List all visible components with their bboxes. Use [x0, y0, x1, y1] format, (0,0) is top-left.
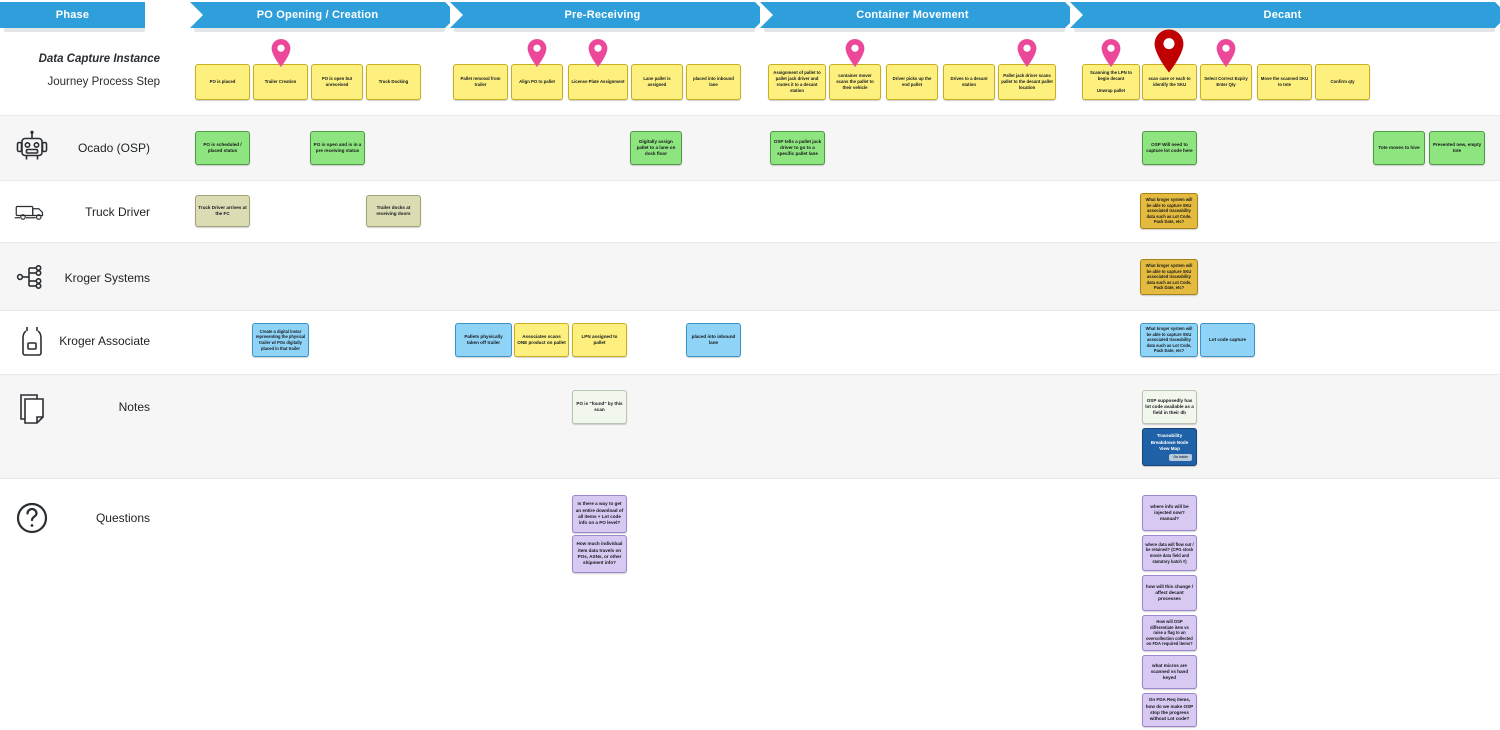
- card-question-where-data-flows[interactable]: where data will flow out / be retained? …: [1142, 535, 1197, 571]
- lane-band-questions: [0, 478, 1500, 730]
- lane-band-notes: [0, 374, 1500, 478]
- step-truck-docking[interactable]: Truck Docking: [366, 64, 421, 100]
- card-truck-driver-question[interactable]: What kroger system will be able to captu…: [1140, 193, 1198, 229]
- phase-pre-receiving-label: Pre-Receiving: [564, 9, 641, 21]
- card-note-osp-lot-code-field[interactable]: OSP supposedly has lot code available as…: [1142, 390, 1197, 424]
- phase-shadow-4: [1074, 28, 1495, 32]
- card-question-item-data-travels[interactable]: How much individual item data travels on…: [572, 535, 627, 573]
- step-move-scanned-sku-to-tote[interactable]: Move the scanned SKU to tote: [1257, 64, 1312, 100]
- step-driver-picks-up-end-pallet[interactable]: Driver picks up the end pallet: [886, 64, 938, 100]
- pin-select-correct-expiry[interactable]: [1215, 38, 1237, 68]
- card-lpn-assigned-to-pallet[interactable]: LPN assigned to pallet: [572, 323, 627, 357]
- card-presented-new-empty-tote[interactable]: Presented new, empty tote: [1429, 131, 1485, 165]
- step-trailer-creation[interactable]: Trailer Creation: [253, 64, 308, 100]
- phase-container-movement[interactable]: Container Movement: [760, 2, 1078, 28]
- phase-shadow-3: [764, 28, 1065, 32]
- card-digitally-assign-pallet[interactable]: Digitally assign pallet to a lane on doc…: [630, 131, 682, 165]
- pin-scan-case-identify-sku[interactable]: [1152, 28, 1186, 74]
- step-confirm-qty[interactable]: Confirm qty: [1315, 64, 1370, 100]
- data-capture-instance-label: Data Capture Instance: [38, 53, 160, 65]
- card-note-po-found-by-scan[interactable]: PO is "found" by this scan: [572, 390, 627, 424]
- step-container-mover-scans[interactable]: container mover scans the pallet to thei…: [829, 64, 881, 100]
- journey-process-step-label: Journey Process Step: [47, 76, 160, 88]
- card-po-scheduled-placed[interactable]: PO is scheduled / placed status: [195, 131, 250, 165]
- card-traceability-node-view-map[interactable]: Traceability Breakdown Node View Map Go …: [1142, 428, 1197, 466]
- card-create-digital-trailer[interactable]: Create a digital instar representing the…: [252, 323, 309, 357]
- card-kroger-systems-question[interactable]: What kroger system will be able to captu…: [1140, 259, 1198, 295]
- step-pallet-removal-from-trailer[interactable]: Pallet removal from trailer: [453, 64, 508, 100]
- step-license-plate-assignment[interactable]: License Plate Assignment: [568, 64, 628, 100]
- step-pallet-jack-scans-location[interactable]: Pallet jack driver scans pallet to the d…: [998, 64, 1056, 100]
- phase-header-label: Phase: [0, 2, 145, 28]
- phase-po-opening-label: PO Opening / Creation: [256, 9, 379, 21]
- phase-po-opening-creation[interactable]: PO Opening / Creation: [190, 2, 458, 28]
- card-trailer-docks[interactable]: Trailer docks at receiving doors: [366, 195, 421, 227]
- navy-card-title: Traceability Breakdown Node View Map: [1150, 433, 1189, 451]
- step-assignment-of-pallet[interactable]: Assignment of pallet to pallet jack driv…: [768, 64, 826, 100]
- lane-band-kroger-systems: [0, 242, 1500, 310]
- robot-icon: [14, 129, 50, 165]
- pin-scanning-lpn[interactable]: [1100, 38, 1122, 68]
- pin-pallet-jack-scan[interactable]: [1016, 38, 1038, 68]
- lane-band-kroger-associate: [0, 310, 1500, 374]
- card-question-where-info-injected[interactable]: where info will be injected now? manual?: [1142, 495, 1197, 531]
- lane-separator-2: [0, 242, 1500, 243]
- phase-pre-receiving[interactable]: Pre-Receiving: [450, 2, 768, 28]
- phase-decant-label: Decant: [1263, 9, 1302, 21]
- step-scanning-lpn-begin-decant[interactable]: Scanning the LPN to begin decant Unwrap …: [1082, 64, 1140, 100]
- card-truck-driver-arrives[interactable]: Truck Driver arrives at the FC: [195, 195, 250, 227]
- step-align-po-to-pallet[interactable]: Align PO to pallet: [511, 64, 563, 100]
- lane-label-notes: Notes: [118, 400, 150, 414]
- phase-shadow-0: [4, 28, 145, 32]
- phase-shadow-2: [454, 28, 755, 32]
- phase-header-row: Phase PO Opening / Creation Pre-Receivin…: [0, 0, 1500, 32]
- lane-label-truck-driver: Truck Driver: [85, 205, 150, 219]
- note-icon: [14, 389, 50, 425]
- step-po-is-open-unreceived[interactable]: PO is open but unreceived: [311, 64, 363, 100]
- lane-label-ocado: Ocado (OSP): [77, 141, 150, 155]
- navy-card-badge[interactable]: Go inside: [1169, 454, 1192, 461]
- card-tote-moves-to-hive[interactable]: Tote moves to hive: [1373, 131, 1425, 165]
- card-question-osp-differentiate[interactable]: How will OSP differentiate item vs raise…: [1142, 615, 1197, 651]
- card-po-open-pre-receiving[interactable]: PO is open and is in a pre receiving sta…: [310, 131, 365, 165]
- phase-container-movement-label: Container Movement: [856, 9, 969, 21]
- card-question-entire-download[interactable]: Is there a way to get an entire download…: [572, 495, 627, 533]
- lane-separator-1: [0, 180, 1500, 181]
- lane-separator-3: [0, 310, 1500, 311]
- lane-band-truck-driver: [0, 180, 1500, 242]
- systems-icon: [14, 259, 50, 295]
- card-osp-tells-pallet-jack[interactable]: OSP tells a pallet jack driver to go to …: [770, 131, 825, 165]
- lane-label-questions: Questions: [95, 511, 150, 525]
- card-question-affect-decant[interactable]: how will this change / affect decant pro…: [1142, 575, 1197, 611]
- lane-label-kroger-associate: Kroger Associate: [59, 334, 150, 348]
- pin-license-plate-assignment[interactable]: [587, 38, 609, 68]
- card-question-fda-stop-progress[interactable]: On FDA Req items, how do we make OSP sto…: [1142, 693, 1197, 727]
- card-question-scanned-vs-keyed[interactable]: what micros are scanned vs hand keyed: [1142, 655, 1197, 689]
- lane-separator-5: [0, 478, 1500, 479]
- card-osp-capture-lot-code[interactable]: OSP Will need to capture lot code here: [1142, 131, 1197, 165]
- phase-shadow-1: [194, 28, 445, 32]
- step-po-is-placed[interactable]: PO is placed: [195, 64, 250, 100]
- phase-label-text: Phase: [55, 9, 90, 21]
- card-lot-code-capture[interactable]: Lot code capture: [1200, 323, 1255, 357]
- pin-align-po-to-pallet[interactable]: [526, 38, 548, 68]
- card-pallets-taken-off-trailer[interactable]: Pallets physically taken off trailer: [455, 323, 512, 357]
- card-associate-scans-one[interactable]: Associates scans ONE product on pallet: [514, 323, 569, 357]
- lane-band-ocado: [0, 115, 1500, 180]
- card-placed-into-inbound-lane[interactable]: placed into inbound lane: [686, 323, 741, 357]
- lane-label-kroger-systems: Kroger Systems: [64, 271, 150, 285]
- step-lane-pallet-assigned[interactable]: Lane pallet is assigned: [631, 64, 683, 100]
- question-icon: [14, 500, 50, 536]
- lane-separator-4: [0, 374, 1500, 375]
- apron-icon: [14, 323, 50, 359]
- step-drives-to-decant-station[interactable]: Drives to a decant station: [943, 64, 995, 100]
- step-placed-into-inbound-lane[interactable]: placed into inbound lane: [686, 64, 741, 100]
- lane-separator-0: [0, 115, 1500, 116]
- phase-decant[interactable]: Decant: [1070, 2, 1500, 28]
- truck-icon: [14, 193, 62, 229]
- pin-trailer-creation[interactable]: [270, 38, 292, 68]
- card-associate-question[interactable]: What kroger system will be able to captu…: [1140, 323, 1198, 357]
- pin-container-mover-scans[interactable]: [844, 38, 866, 68]
- step-select-correct-expiry[interactable]: Select Correct Expiry Enter Qty: [1200, 64, 1252, 100]
